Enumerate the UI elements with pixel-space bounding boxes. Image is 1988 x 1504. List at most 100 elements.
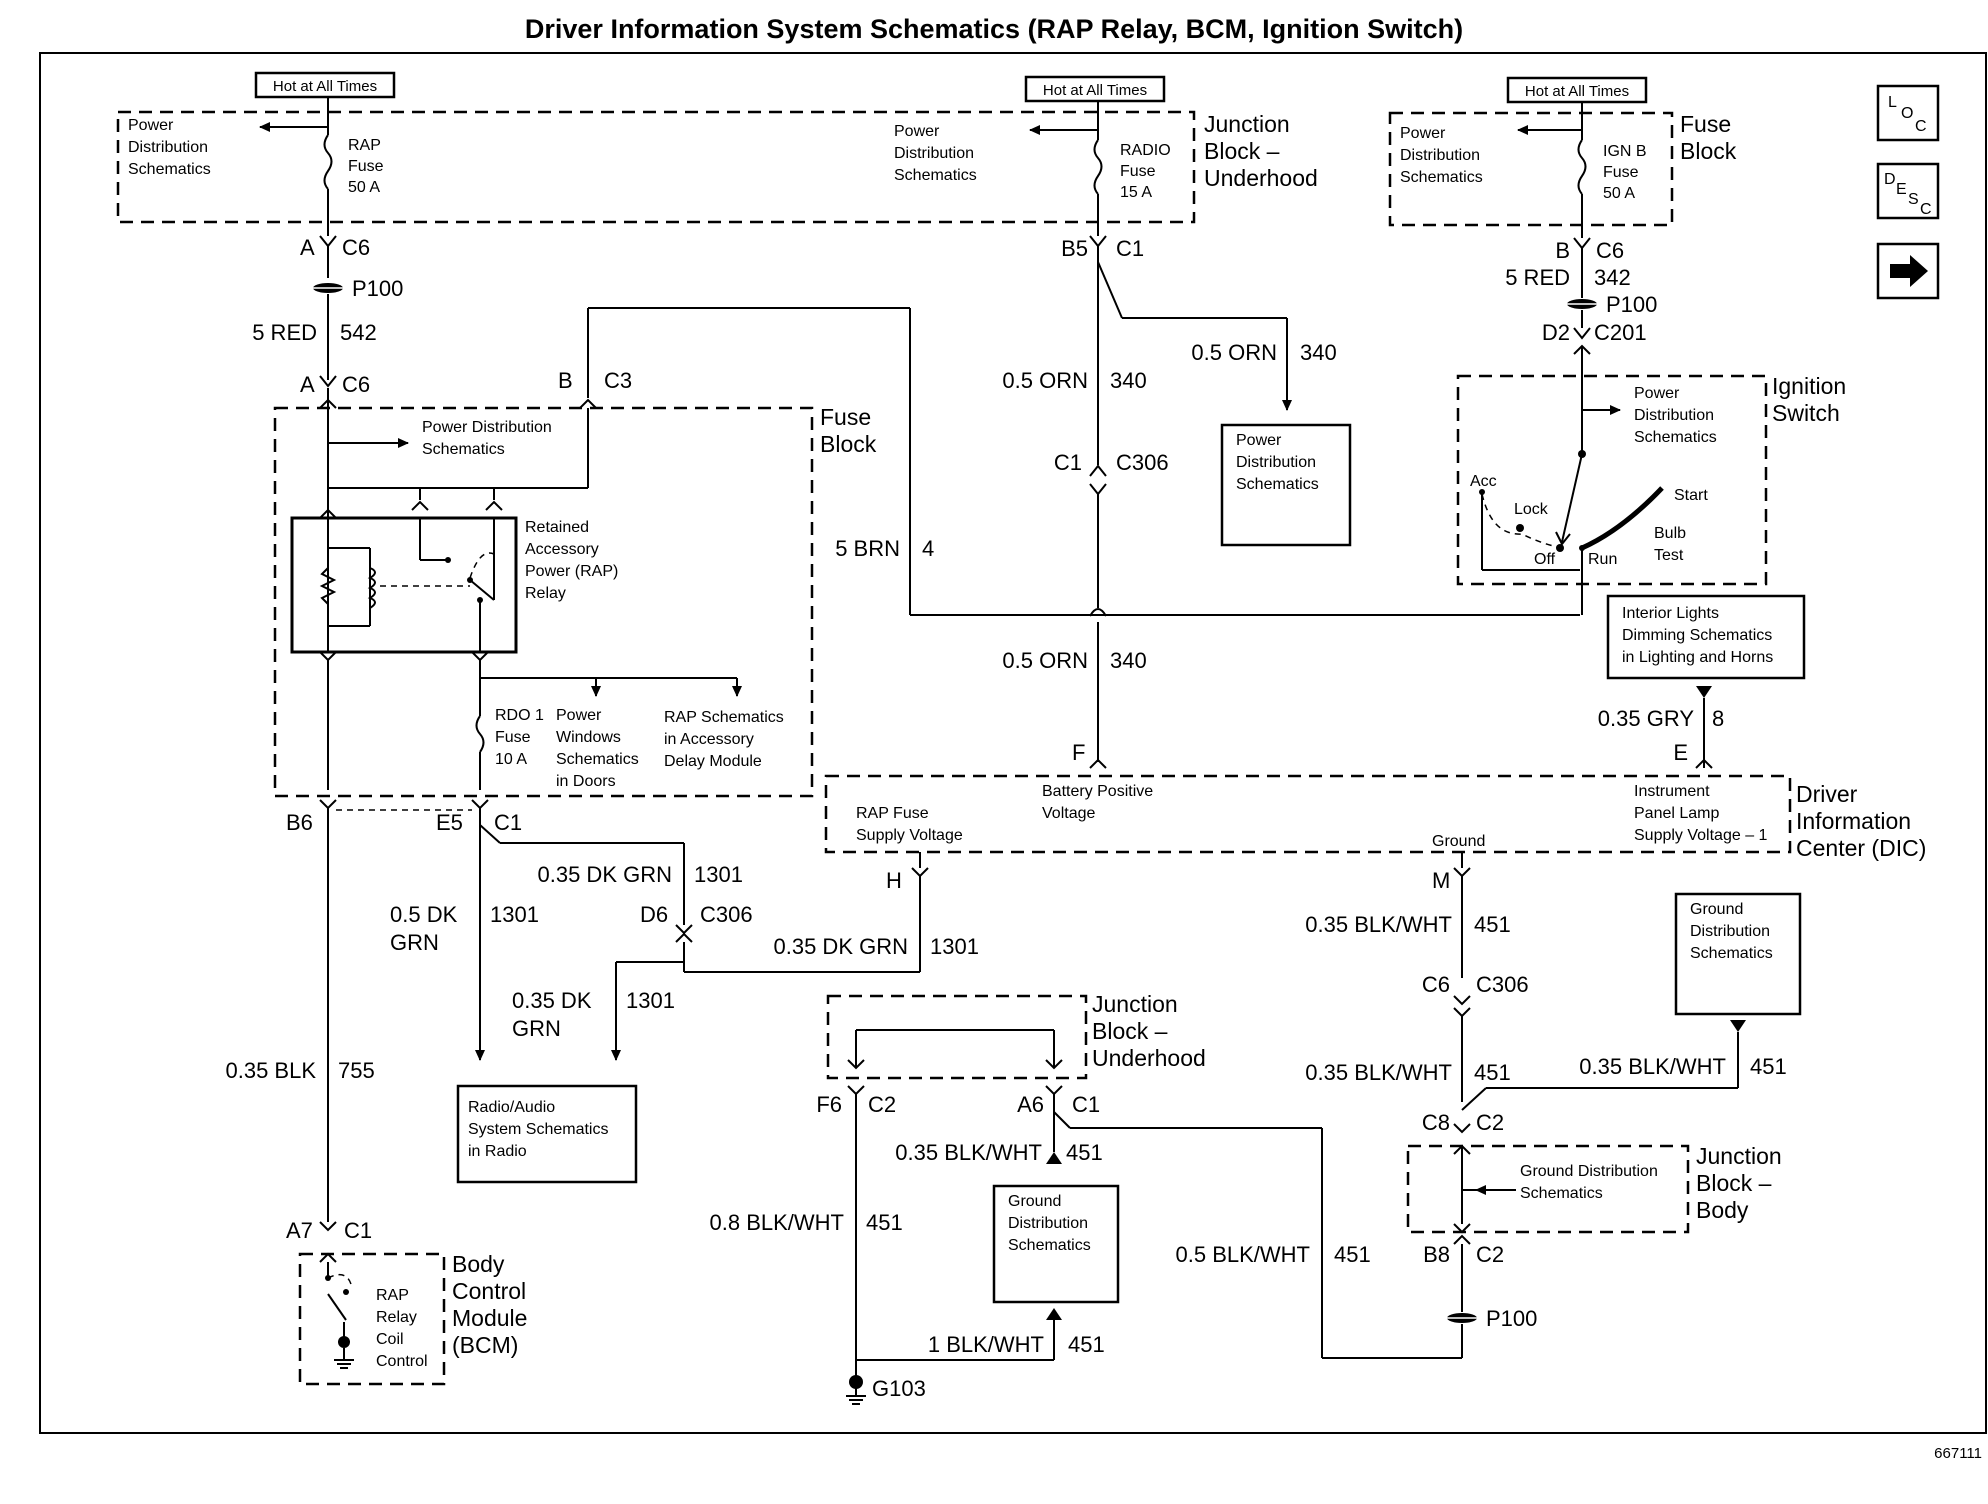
svg-text:C6: C6 — [1422, 972, 1450, 997]
svg-text:Start: Start — [1674, 487, 1708, 504]
svg-text:451: 451 — [1068, 1332, 1105, 1357]
radio-fuse-symbol — [1093, 139, 1103, 195]
svg-text:0.35 BLK/WHT: 0.35 BLK/WHT — [895, 1140, 1042, 1165]
svg-text:C1: C1 — [1116, 236, 1144, 261]
svg-text:340: 340 — [1300, 340, 1337, 365]
svg-text:E: E — [1673, 740, 1688, 765]
rap-fuse-symbol — [323, 134, 333, 190]
svg-text:Hot at All Times: Hot at All Times — [1525, 83, 1629, 100]
desc-button[interactable]: D E S C — [1876, 162, 1940, 220]
ign-b-fuse-symbol — [1577, 139, 1587, 195]
svg-text:1301: 1301 — [490, 902, 539, 927]
start-arc — [1580, 486, 1664, 551]
svg-text:B8: B8 — [1423, 1242, 1450, 1267]
svg-text:E5: E5 — [436, 810, 463, 835]
svg-text:0.35 BLK/WHT: 0.35 BLK/WHT — [1305, 1060, 1452, 1085]
svg-text:5 RED: 5 RED — [252, 320, 317, 345]
power-distribution-box — [116, 110, 1196, 224]
svg-text:C6: C6 — [1596, 238, 1624, 263]
svg-text:1301: 1301 — [694, 862, 743, 887]
svg-text:5 RED: 5 RED — [1505, 265, 1570, 290]
svg-text:Run: Run — [1588, 551, 1617, 568]
svg-text:C6: C6 — [342, 372, 370, 397]
svg-text:4: 4 — [922, 536, 934, 561]
svg-text:340: 340 — [1110, 648, 1147, 673]
svg-text:5 BRN: 5 BRN — [835, 536, 900, 561]
svg-text:451: 451 — [1750, 1054, 1787, 1079]
svg-text:C1: C1 — [344, 1218, 372, 1243]
svg-text:542: 542 — [340, 320, 377, 345]
svg-text:C: C — [1920, 201, 1932, 218]
svg-text:P100: P100 — [352, 276, 403, 301]
svg-text:C: C — [1915, 118, 1927, 135]
svg-text:755: 755 — [338, 1058, 375, 1083]
svg-text:C1: C1 — [1072, 1092, 1100, 1117]
svg-text:C1: C1 — [1054, 450, 1082, 475]
svg-text:1301: 1301 — [626, 988, 675, 1013]
next-page-button[interactable] — [1876, 242, 1940, 300]
page-title: Driver Information System Schematics (RA… — [525, 14, 1463, 44]
svg-text:451: 451 — [1066, 1140, 1103, 1165]
svg-text:0.35 DK GRN: 0.35 DK GRN — [774, 934, 909, 959]
svg-text:0.35 GRY: 0.35 GRY — [1598, 706, 1695, 731]
brn-wire: 5 BRN 4 — [835, 308, 1580, 616]
svg-text:0.5 ORN: 0.5 ORN — [1191, 340, 1277, 365]
svg-text:1301: 1301 — [930, 934, 979, 959]
rdo-fuse-symbol — [475, 715, 485, 753]
svg-text:O: O — [1901, 105, 1913, 122]
hot-at-all-times-label — [254, 71, 396, 99]
svg-text:A6: A6 — [1017, 1092, 1044, 1117]
svg-text:A7: A7 — [286, 1218, 313, 1243]
svg-text:451: 451 — [1474, 912, 1511, 937]
svg-text:1 BLK/WHT: 1 BLK/WHT — [928, 1332, 1044, 1357]
svg-text:Hot at All Times: Hot at All Times — [273, 78, 377, 95]
hot-at-all-times-label — [1506, 76, 1648, 104]
svg-text:C6: C6 — [342, 235, 370, 260]
svg-text:C306: C306 — [700, 902, 753, 927]
svg-text:C1: C1 — [494, 810, 522, 835]
svg-text:B: B — [558, 368, 573, 393]
svg-text:Hot at All Times: Hot at All Times — [1043, 82, 1147, 99]
svg-text:E: E — [1896, 181, 1907, 198]
svg-text:451: 451 — [1474, 1060, 1511, 1085]
svg-text:F: F — [1072, 740, 1085, 765]
svg-text:342: 342 — [1594, 265, 1631, 290]
svg-text:0.35 BLK/WHT: 0.35 BLK/WHT — [1305, 912, 1452, 937]
svg-text:B6: B6 — [286, 810, 313, 835]
svg-text:0.35 DK GRN: 0.35 DK GRN — [538, 862, 673, 887]
ground-circuit-451-right: 0.35 BLK/WHT 451 C6 C306 0.35 BLK/WHT 45… — [1305, 876, 1802, 1359]
svg-text:0.35 BLK/WHT: 0.35 BLK/WHT — [1579, 1054, 1726, 1079]
figure-id: 667111 — [1934, 1445, 1982, 1462]
loc-button[interactable]: L O C — [1876, 84, 1940, 142]
svg-text:A: A — [300, 372, 315, 397]
svg-text:0.5 ORN: 0.5 ORN — [1002, 368, 1088, 393]
svg-text:C306: C306 — [1476, 972, 1529, 997]
svg-text:C201: C201 — [1594, 320, 1647, 345]
svg-text:D6: D6 — [640, 902, 668, 927]
svg-text:0.5 BLK/WHT: 0.5 BLK/WHT — [1176, 1242, 1310, 1267]
svg-text:C2: C2 — [868, 1092, 896, 1117]
